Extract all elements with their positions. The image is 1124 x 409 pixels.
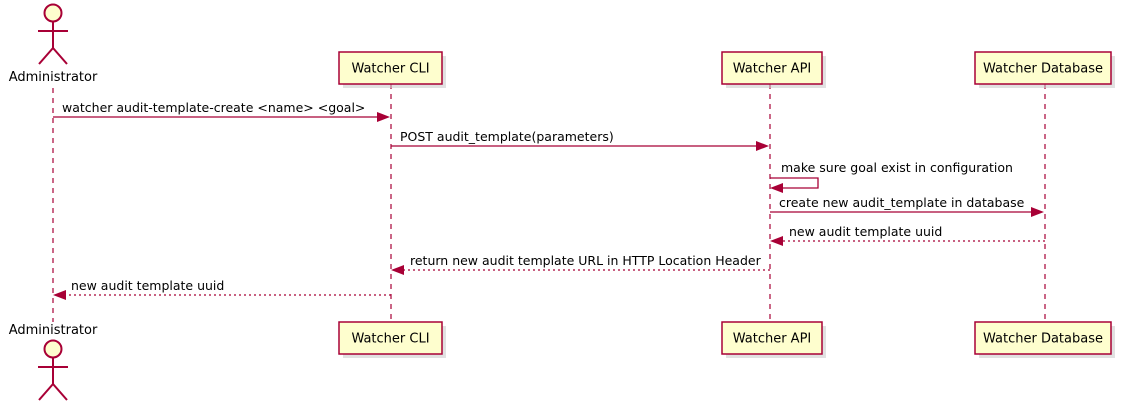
participant-label-watcher-api-top: Watcher API [733,62,812,77]
arrowhead-right [756,141,769,151]
participant-watcher-cli-bottom[interactable]: Watcher CLI [338,321,446,358]
actor-head-icon [43,3,63,23]
participant-box[interactable] [721,51,823,85]
message-label: make sure goal exist in configuration [781,160,1013,175]
actor-head-icon [43,339,63,359]
participant-label-watcher-cli-bottom: Watcher CLI [351,332,429,347]
message-label: return new audit template URL in HTTP Lo… [410,253,762,268]
actor-leg-left-icon [38,383,54,401]
participant-box[interactable] [721,321,823,355]
participant-box[interactable] [974,51,1112,85]
arrowhead-right [377,112,390,122]
participant-watcher-database-top[interactable]: Watcher Database [974,51,1115,88]
message-self-loop [770,177,819,189]
participant-watcher-api-top[interactable]: Watcher API [721,51,826,88]
arrowhead-right [1031,207,1044,217]
lifelines [52,84,1046,322]
actor-label-administrator-top: Administrator [9,70,98,85]
actor-administrator-top[interactable]: Administrator [9,3,98,86]
message-label: create new audit_template in database [779,195,1025,210]
participant-label-watcher-api-bottom: Watcher API [733,332,812,347]
participant-watcher-cli-top[interactable]: Watcher CLI [338,51,446,88]
participant-label-watcher-database-bottom: Watcher Database [983,332,1103,347]
arrowhead-left [53,290,66,300]
participant-watcher-api-bottom[interactable]: Watcher API [721,321,826,358]
message-5: new audit template uuid [770,224,1045,246]
arrowhead-left [770,183,783,193]
message-4: create new audit_template in database [770,195,1044,217]
participant-label-watcher-cli-top: Watcher CLI [351,62,429,77]
message-7: new audit template uuid [53,278,391,300]
actor-leg-right-icon [52,47,68,65]
message-6: return new audit template URL in HTTP Lo… [391,253,770,275]
arrowhead-left [770,236,783,246]
participant-box[interactable] [338,321,443,355]
actor-administrator-bottom[interactable]: Administrator [9,323,98,401]
actor-leg-left-icon [38,47,54,65]
arrowhead-left [391,265,404,275]
message-label: POST audit_template(parameters) [400,129,614,144]
message-label: watcher audit-template-create <name> <go… [62,100,365,115]
message-label: new audit template uuid [71,278,224,293]
actor-leg-right-icon [52,383,68,401]
participant-box[interactable] [974,321,1112,355]
participant-box[interactable] [338,51,443,85]
message-label: new audit template uuid [789,224,942,239]
participant-watcher-database-bottom[interactable]: Watcher Database [974,321,1115,358]
actor-label-administrator-bottom: Administrator [9,323,98,338]
message-3-self: make sure goal exist in configuration [770,160,1013,193]
participant-label-watcher-database-top: Watcher Database [983,62,1103,77]
message-1: watcher audit-template-create <name> <go… [53,100,390,122]
message-2: POST audit_template(parameters) [391,129,769,151]
